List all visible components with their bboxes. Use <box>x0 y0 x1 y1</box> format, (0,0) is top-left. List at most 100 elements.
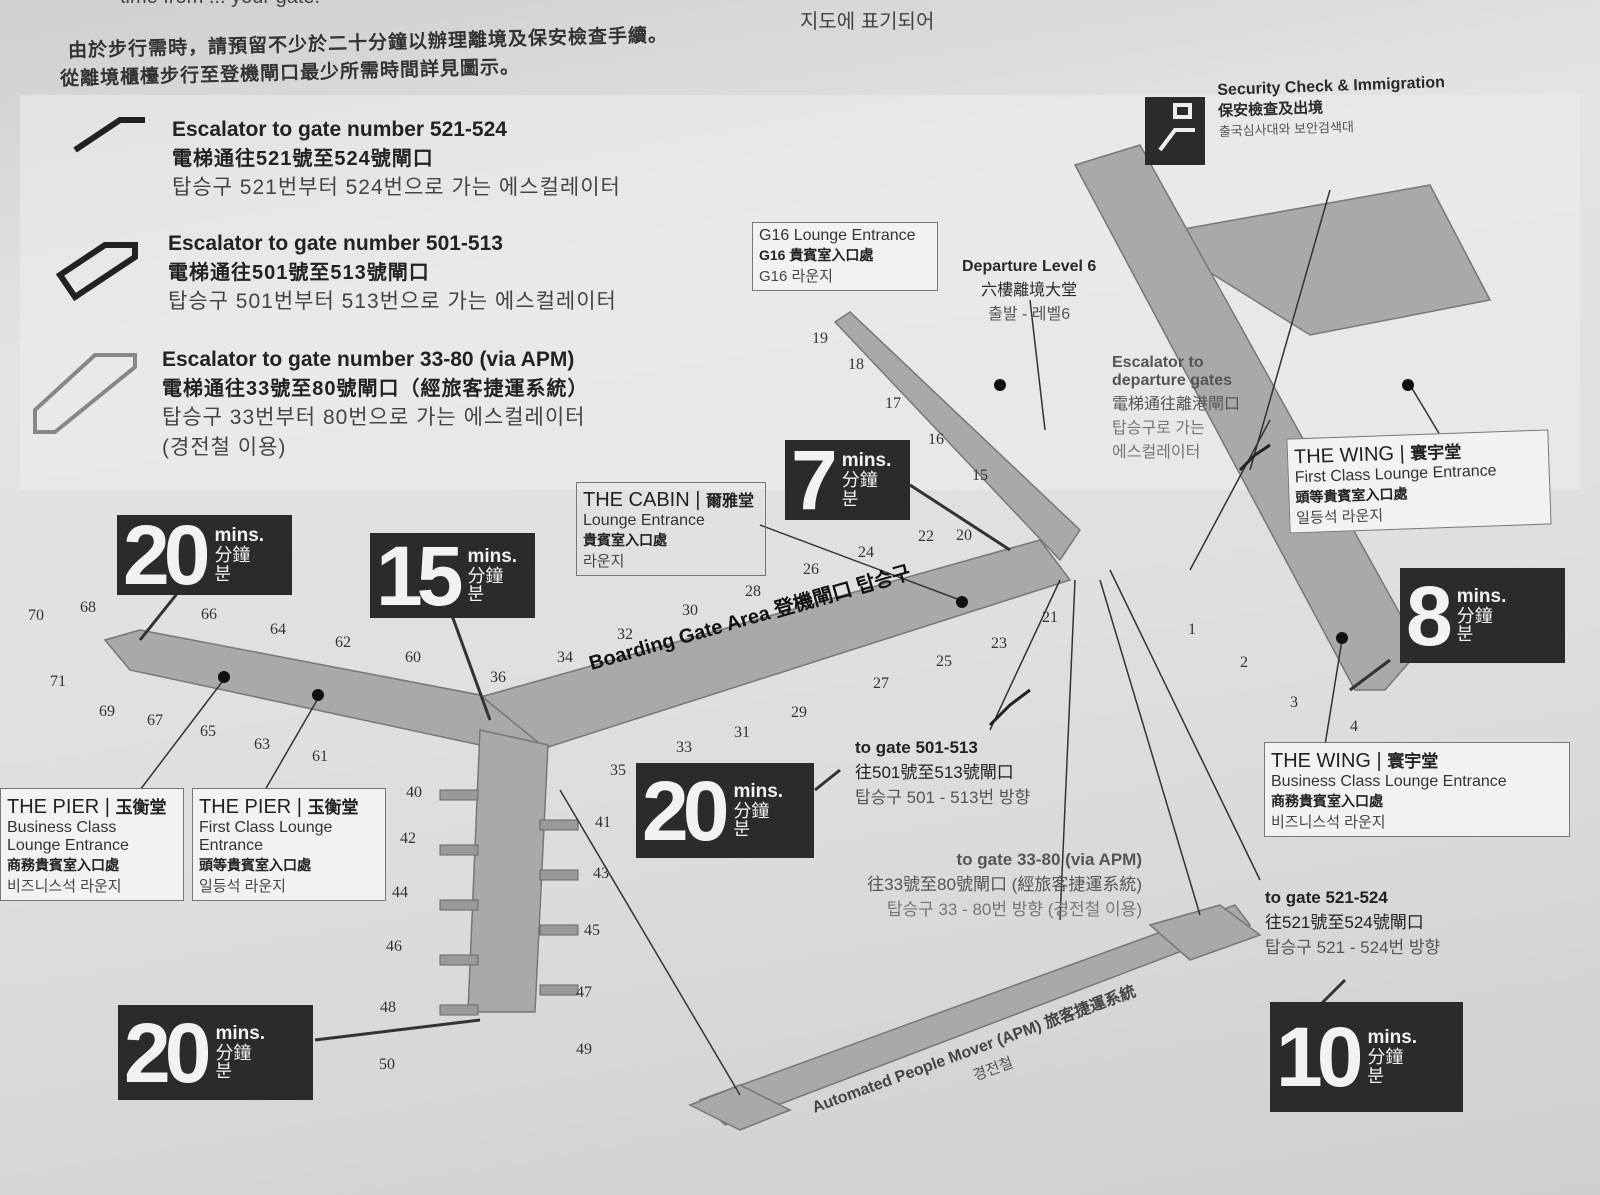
wing-business-marker <box>1336 632 1348 644</box>
esc-en2: departure gates <box>1112 372 1233 389</box>
destination-501: to gate 501-513 往501號至513號閘口 탑승구 501 - 5… <box>855 738 1030 808</box>
minutes-zh: 分鐘 <box>467 565 504 586</box>
pier-business-en1: Business Class <box>7 819 117 836</box>
wing-business-lounge-callout: THE WING | 寰宇堂 Business Class Lounge Ent… <box>1264 742 1570 837</box>
gate-number-label: 4 <box>1350 718 1358 735</box>
wing-business-zh: 商務貴賓室入口處 <box>1271 793 1383 809</box>
gate-number-label: 25 <box>936 653 952 670</box>
gate-number-label: 34 <box>557 649 573 666</box>
leader-line <box>814 768 841 792</box>
legend-en: Escalator to gate number 521-524 <box>172 118 507 141</box>
leader-line <box>909 483 1011 552</box>
wing-first-marker <box>1402 379 1414 391</box>
dest-33-zh: 往33號至80號閘口 (經旅客捷運系統) <box>867 875 1142 894</box>
escalator-icon-dark-outline <box>73 117 145 153</box>
legend-en: Escalator to gate number 501-513 <box>168 232 503 255</box>
cabin-zh-name: 爾雅堂 <box>706 493 755 510</box>
pier-first-name: THE PIER <box>199 796 292 818</box>
minutes-ko: 분 <box>841 488 859 509</box>
gate-number-label: 48 <box>380 999 396 1016</box>
minutes-zh: 分鐘 <box>841 470 878 491</box>
walking-time-badge: 10 mins. 分鐘 분 <box>1270 1002 1463 1112</box>
gate-number-label: 28 <box>745 583 761 600</box>
esc-en1: Escalator to <box>1112 354 1204 371</box>
cabin-zh: 貴賓室入口處 <box>583 532 667 548</box>
cabin-name: THE CABIN <box>583 489 690 511</box>
gate-number-label: 46 <box>386 938 402 955</box>
gate-number-label: 19 <box>812 330 828 347</box>
gate-number-label: 3 <box>1290 694 1298 711</box>
leader-line <box>1189 419 1271 571</box>
escalator-departure-label: Escalator to departure gates 電梯通往離港閘口 탑승… <box>1112 354 1240 462</box>
wing-business-zh-name: 寰宇堂 <box>1387 752 1439 771</box>
g16-lounge-marker <box>994 379 1006 391</box>
jet-bridge <box>539 819 579 831</box>
legend-zh: 電梯通往33號至80號閘口（經旅客捷運系統） <box>162 378 589 400</box>
gate-number-label: 67 <box>147 712 163 729</box>
departure-zh: 六樓離境大堂 <box>981 282 1078 299</box>
apm-station-east <box>1148 904 1262 961</box>
cut-english-note: time from ... your gate. <box>120 0 320 9</box>
minutes-ko: 분 <box>1367 1065 1384 1086</box>
leader-line <box>1318 978 1347 1007</box>
route-line <box>1099 579 1201 916</box>
minutes-zh: 分鐘 <box>214 545 251 566</box>
gate-number-label: 61 <box>312 748 328 765</box>
legend-ko: 탑승구 501번부터 513번으로 가는 에스컬레이터 <box>168 290 617 313</box>
pier-business-marker <box>218 671 230 683</box>
jet-bridge <box>439 844 479 856</box>
minutes-ko: 분 <box>467 584 484 605</box>
legend-zh: 電梯通往501號至513號閘口 <box>168 262 430 284</box>
dest-33-en: to gate 33-80 (via APM) <box>956 850 1142 869</box>
g16-lounge-callout: G16 Lounge Entrance G16 貴賓室入口處 G16 라운지 <box>752 222 938 291</box>
gate-number-label: 60 <box>405 649 421 666</box>
minutes-unit: mins. <box>215 1022 266 1044</box>
pier-business-ko: 비즈니스석 라운지 <box>7 878 122 895</box>
pier-first-ko: 일등석 라운지 <box>199 878 286 895</box>
legend-item-501: Escalator to gate number 501-513 電梯通往501… <box>168 232 617 315</box>
gate-number-label: 1 <box>1188 621 1196 638</box>
departure-en: Departure Level 6 <box>962 258 1097 275</box>
leader-line <box>139 677 226 791</box>
leader-line <box>448 609 492 721</box>
minutes-ko: 분 <box>214 563 231 584</box>
minutes-unit: mins. <box>1367 1027 1418 1049</box>
escalator-icon-light <box>33 353 137 434</box>
gate-number-label: 33 <box>676 739 692 756</box>
gate-number-label: 69 <box>99 703 115 720</box>
jet-bridge <box>439 899 479 911</box>
gate-number-label: 15 <box>972 467 988 484</box>
dest-521-zh: 往521號至524號閘口 <box>1265 913 1424 932</box>
gate-number-label: 29 <box>791 704 807 721</box>
gate-number-label: 42 <box>400 830 416 847</box>
boarding-gate-corridor <box>468 539 1072 749</box>
pier-first-zh: 頭等貴賓室入口處 <box>199 857 311 873</box>
minutes-value: 10 <box>1276 1010 1363 1104</box>
minutes-zh: 分鐘 <box>215 1042 252 1063</box>
cut-korean-note: 지도에 표기되어 <box>800 11 935 33</box>
cabin-lounge-callout: THE CABIN | 爾雅堂 Lounge Entrance 貴賓室入口處 라… <box>576 482 766 576</box>
minutes-zh: 分鐘 <box>733 800 770 821</box>
pier-first-lounge-callout: THE PIER | 玉衡堂 First Class Lounge Entran… <box>192 788 386 901</box>
leader-line <box>1349 658 1391 692</box>
gate-number-label: 35 <box>610 762 626 779</box>
gate-number-label: 63 <box>254 736 270 753</box>
gate-number-label: 40 <box>406 784 422 801</box>
minutes-value: 8 <box>1406 568 1453 663</box>
leader-line <box>1409 384 1441 436</box>
cabin-marker <box>956 596 968 608</box>
dest-521-en: to gate 521-524 <box>1265 888 1388 907</box>
departure-corridor <box>833 311 1081 562</box>
walking-time-badge: 7 mins. 分鐘 분 <box>785 438 910 522</box>
walking-time-badge: 20 mins. 分鐘 분 <box>117 513 292 597</box>
gate-number-label: 45 <box>584 922 600 939</box>
g16-en: G16 Lounge Entrance <box>759 227 916 244</box>
pier-first-en2: Entrance <box>199 837 264 854</box>
security-officer-glyph <box>1158 103 1195 152</box>
dest-501-zh: 往501號至513號閘口 <box>855 763 1014 782</box>
escalator-icon <box>1238 443 1271 472</box>
security-label: Security Check & Immigration 保安檢查及出境 출국심… <box>1217 74 1447 140</box>
security-building <box>1147 184 1492 336</box>
esc-zh: 電梯通往離港閘口 <box>1112 396 1241 413</box>
wing-business-ko: 비즈니스석 라운지 <box>1271 814 1386 831</box>
